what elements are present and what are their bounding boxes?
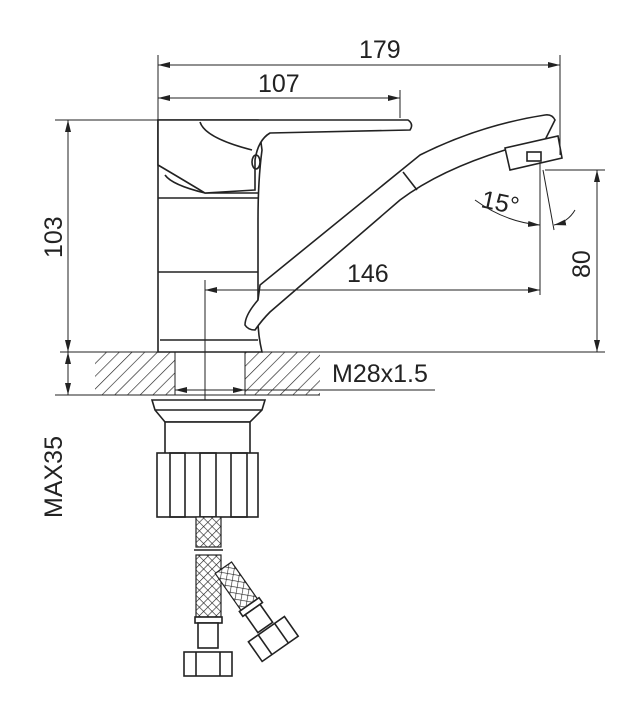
- dim-overall-length: 179: [359, 36, 401, 64]
- spout: [244, 114, 563, 331]
- dim-height: 103: [40, 216, 68, 258]
- mounting-nut: [150, 399, 267, 518]
- dim-max-thickness: MAX35: [40, 436, 68, 518]
- supply-hoses: [183, 516, 300, 677]
- dim-spout-angle: 15°: [479, 185, 522, 220]
- countertop: [95, 352, 320, 396]
- dim-handle-length: 107: [258, 70, 300, 98]
- dim-spout-reach: 146: [347, 260, 389, 288]
- lever-handle: [157, 119, 413, 194]
- dim-thread: M28x1.5: [332, 360, 428, 388]
- dim-spout-height: 80: [568, 250, 596, 278]
- dimension-lines: [55, 55, 605, 425]
